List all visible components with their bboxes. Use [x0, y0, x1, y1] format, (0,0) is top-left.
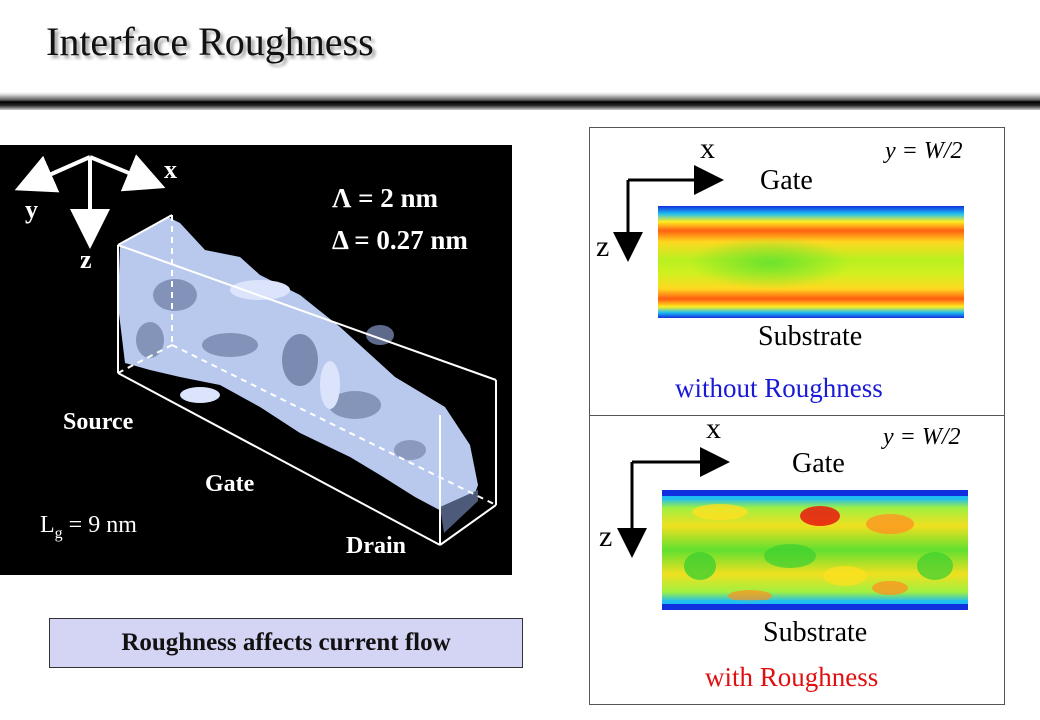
plot-with-roughness [617, 447, 968, 610]
axis-triad [14, 154, 166, 249]
plot1-gate-label: Gate [760, 165, 813, 196]
plot2-x-label: x [706, 412, 721, 445]
caption-box: Roughness affects current flow [49, 618, 523, 668]
axis-y-label: y [25, 195, 38, 224]
plots-divider [589, 415, 1005, 416]
x-axis-arrow [89, 154, 166, 192]
plot1-state-label: without Roughness [675, 373, 883, 403]
slide-title: Interface Roughness [46, 19, 374, 64]
plot2-substrate-label: Substrate [763, 617, 868, 648]
plot-without-roughness [613, 165, 964, 318]
device-wireframe [117, 214, 497, 546]
plot1-substrate-label: Substrate [758, 321, 863, 352]
plot2-position: y = W/2 [883, 424, 961, 450]
plot1-x-label: x [700, 132, 715, 165]
plot2-gate-label: Gate [792, 448, 845, 479]
plot1-position: y = W/2 [885, 138, 963, 164]
axis-z-label: z [80, 245, 92, 274]
plot2-z-label: z [599, 520, 613, 553]
gate-length-label: Lg = 9 nm [40, 512, 137, 542]
delta-param: Δ = 0.27 nm [332, 225, 468, 255]
title-divider-bar [0, 92, 1040, 110]
lambda-param: Λ = 2 nm [332, 183, 438, 213]
gate-label: Gate [205, 471, 255, 497]
plot1-axes [613, 165, 724, 262]
plot2-state-label: with Roughness [705, 662, 879, 692]
y-axis-arrow [14, 155, 91, 193]
plot2-axes [617, 447, 730, 558]
device-body [118, 217, 478, 533]
plot1-z-label: z [596, 230, 610, 263]
device-3d-diagram [14, 154, 497, 546]
roughness-3d-render: x y z Λ = 2 nm Δ = 0.27 nm Source Gate D… [0, 145, 512, 575]
axis-x-label: x [164, 155, 177, 184]
source-label: Source [63, 409, 134, 435]
drain-label: Drain [346, 533, 406, 559]
roughness-patches [662, 490, 968, 610]
